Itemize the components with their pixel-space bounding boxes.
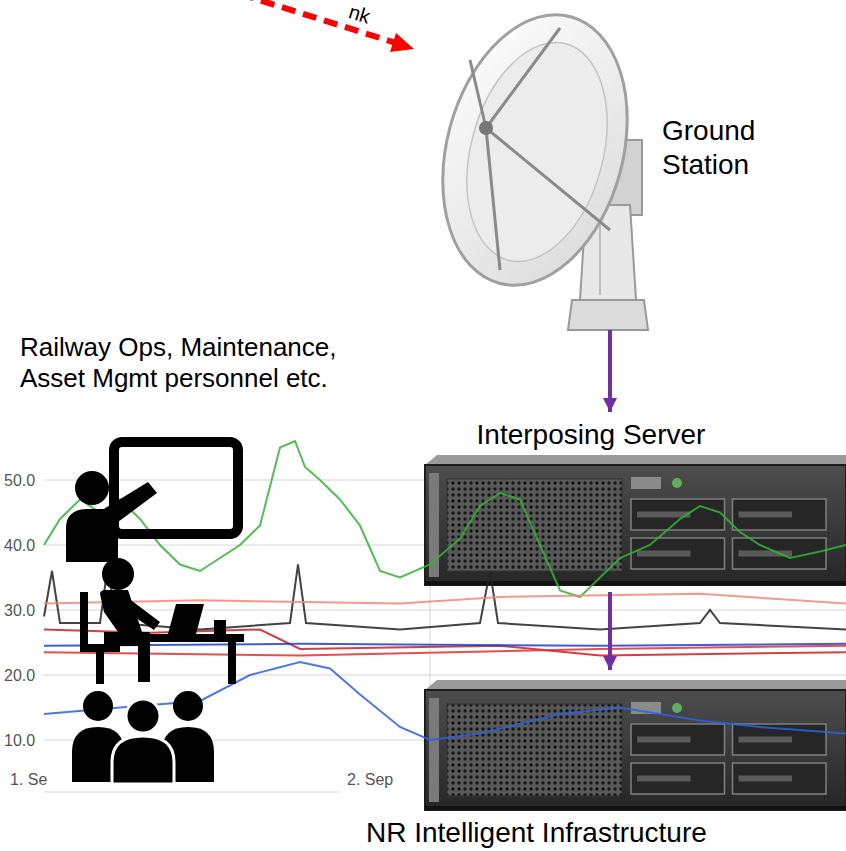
axis-tick: 10.0 xyxy=(2,731,37,750)
people-icons xyxy=(66,442,244,784)
server-node: Interposing Server xyxy=(420,412,846,592)
audience-label: Railway Ops, Maintenance, Asset Mgmt per… xyxy=(20,332,392,394)
axis-date: 1. Se xyxy=(8,770,49,789)
line-chart xyxy=(44,441,846,740)
server-unit xyxy=(425,455,846,585)
satellite-dish xyxy=(414,0,655,330)
ground-station: Ground Station xyxy=(430,2,760,330)
node-label: Interposing Server xyxy=(477,418,706,452)
radio-link-arrow xyxy=(240,0,414,52)
axis-tick: 50.0 xyxy=(2,471,37,490)
server-node: NR Intelligent Infrastructure xyxy=(360,670,846,851)
chart-series xyxy=(44,644,846,646)
rack-servers xyxy=(425,455,846,810)
axis-tick: 20.0 xyxy=(2,666,37,685)
server-unit xyxy=(425,680,846,810)
axis-tick: 40.0 xyxy=(2,536,37,555)
node-label: Ground Station xyxy=(662,114,774,181)
chart-series xyxy=(44,646,846,656)
axis-date: 2. Sep xyxy=(345,770,395,789)
chart-series xyxy=(44,630,846,656)
chart-series xyxy=(44,441,846,597)
chart-series xyxy=(44,594,846,604)
axis-tick: 30.0 xyxy=(2,601,37,620)
flow-arrow xyxy=(608,330,612,412)
flow-arrow xyxy=(608,592,612,670)
node-label: NR Intelligent Infrastructure xyxy=(366,816,707,850)
link-label: nk xyxy=(346,0,373,29)
chart-series xyxy=(44,565,846,630)
chart-series xyxy=(44,662,846,740)
